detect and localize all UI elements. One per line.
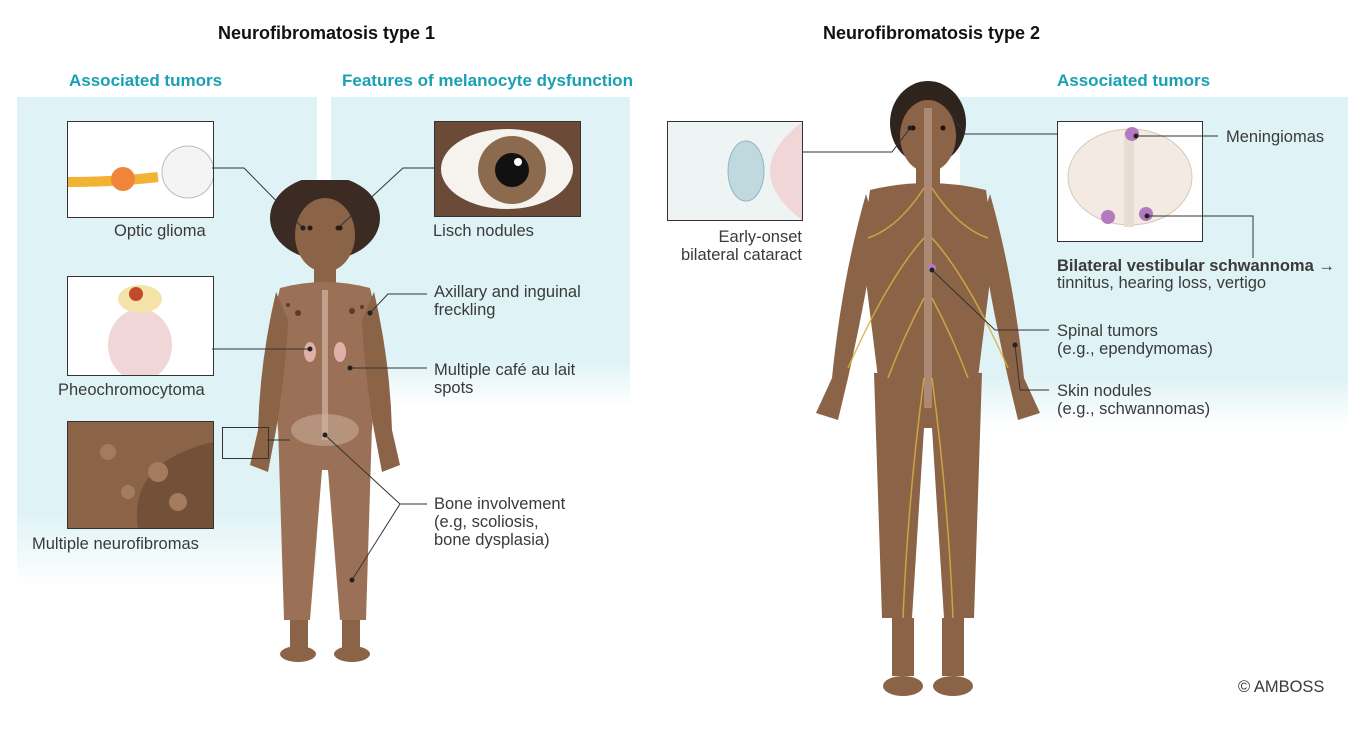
neurofibroma-zoom-marker — [222, 427, 269, 459]
cataract-line-1: Early-onset — [718, 228, 802, 246]
skin-neurofibromas-illustration — [68, 422, 213, 528]
brain-image — [1057, 121, 1203, 242]
nf1-title: Neurofibromatosis type 1 — [218, 23, 436, 43]
optic-glioma-label: Optic glioma — [114, 222, 206, 240]
optic-glioma-image — [67, 121, 214, 218]
nf1-tumors-heading: Associated tumors — [69, 71, 223, 90]
freckling-line-1: Axillary and inguinal — [434, 283, 581, 301]
lisch-nodules-image — [434, 121, 581, 217]
neurofibromas-image — [67, 421, 214, 529]
skin-line-2: (e.g., schwannomas) — [1057, 400, 1211, 418]
pheochromocytoma-image — [67, 276, 214, 376]
nf1-melanocyte-heading: Features of melanocyte dysfunction — [342, 71, 633, 90]
brain-coronal-illustration — [1067, 127, 1193, 227]
eye-iris-illustration — [435, 122, 580, 216]
neurofibromas-label: Multiple neurofibromas — [32, 535, 199, 553]
adrenal-kidney-illustration — [108, 285, 172, 375]
meningiomas-label: Meningiomas — [1226, 128, 1325, 146]
nf1-body-figure — [250, 180, 400, 662]
spinal-tumors-label: Spinal tumors (e.g., ependymomas) — [1057, 322, 1213, 358]
bone-line-2: (e.g, scoliosis, — [434, 513, 539, 531]
cafe-au-lait-line-2: spots — [434, 379, 474, 397]
cataract-label: Early-onset bilateral cataract — [672, 228, 802, 264]
bone-involvement-label: Bone involvement (e.g, scoliosis, bone d… — [434, 495, 565, 549]
schwannoma-label: Bilateral vestibular schwannoma → — [1057, 257, 1335, 275]
nf2-body-figure — [816, 81, 1040, 696]
cataract-line-2: bilateral cataract — [680, 246, 802, 264]
skin-line-1: Skin nodules — [1057, 382, 1152, 400]
copyright-label: © AMBOSS — [1238, 678, 1325, 696]
optic-glioma-illustration — [68, 145, 213, 199]
nf2-tumors-heading: Associated tumors — [1057, 71, 1211, 90]
bone-line-3: bone dysplasia) — [434, 531, 550, 549]
cafe-au-lait-label: Multiple café au lait spots — [434, 361, 575, 397]
lisch-nodules-label: Lisch nodules — [433, 222, 534, 240]
freckling-line-2: freckling — [434, 301, 496, 319]
cafe-au-lait-line-1: Multiple café au lait — [434, 361, 576, 379]
bone-line-1: Bone involvement — [434, 495, 566, 513]
cataract-image — [667, 121, 803, 221]
eye-cross-section-illustration — [668, 122, 802, 220]
freckling-label: Axillary and inguinal freckling — [434, 283, 581, 319]
spinal-line-1: Spinal tumors — [1057, 322, 1158, 340]
skin-nodules-label: Skin nodules (e.g., schwannomas) — [1057, 382, 1210, 418]
pheochromocytoma-label: Pheochromocytoma — [58, 381, 205, 399]
nf2-title: Neurofibromatosis type 2 — [823, 23, 1041, 43]
schwannoma-symptoms-label: tinnitus, hearing loss, vertigo — [1057, 274, 1267, 292]
spinal-line-2: (e.g., ependymomas) — [1057, 340, 1213, 358]
